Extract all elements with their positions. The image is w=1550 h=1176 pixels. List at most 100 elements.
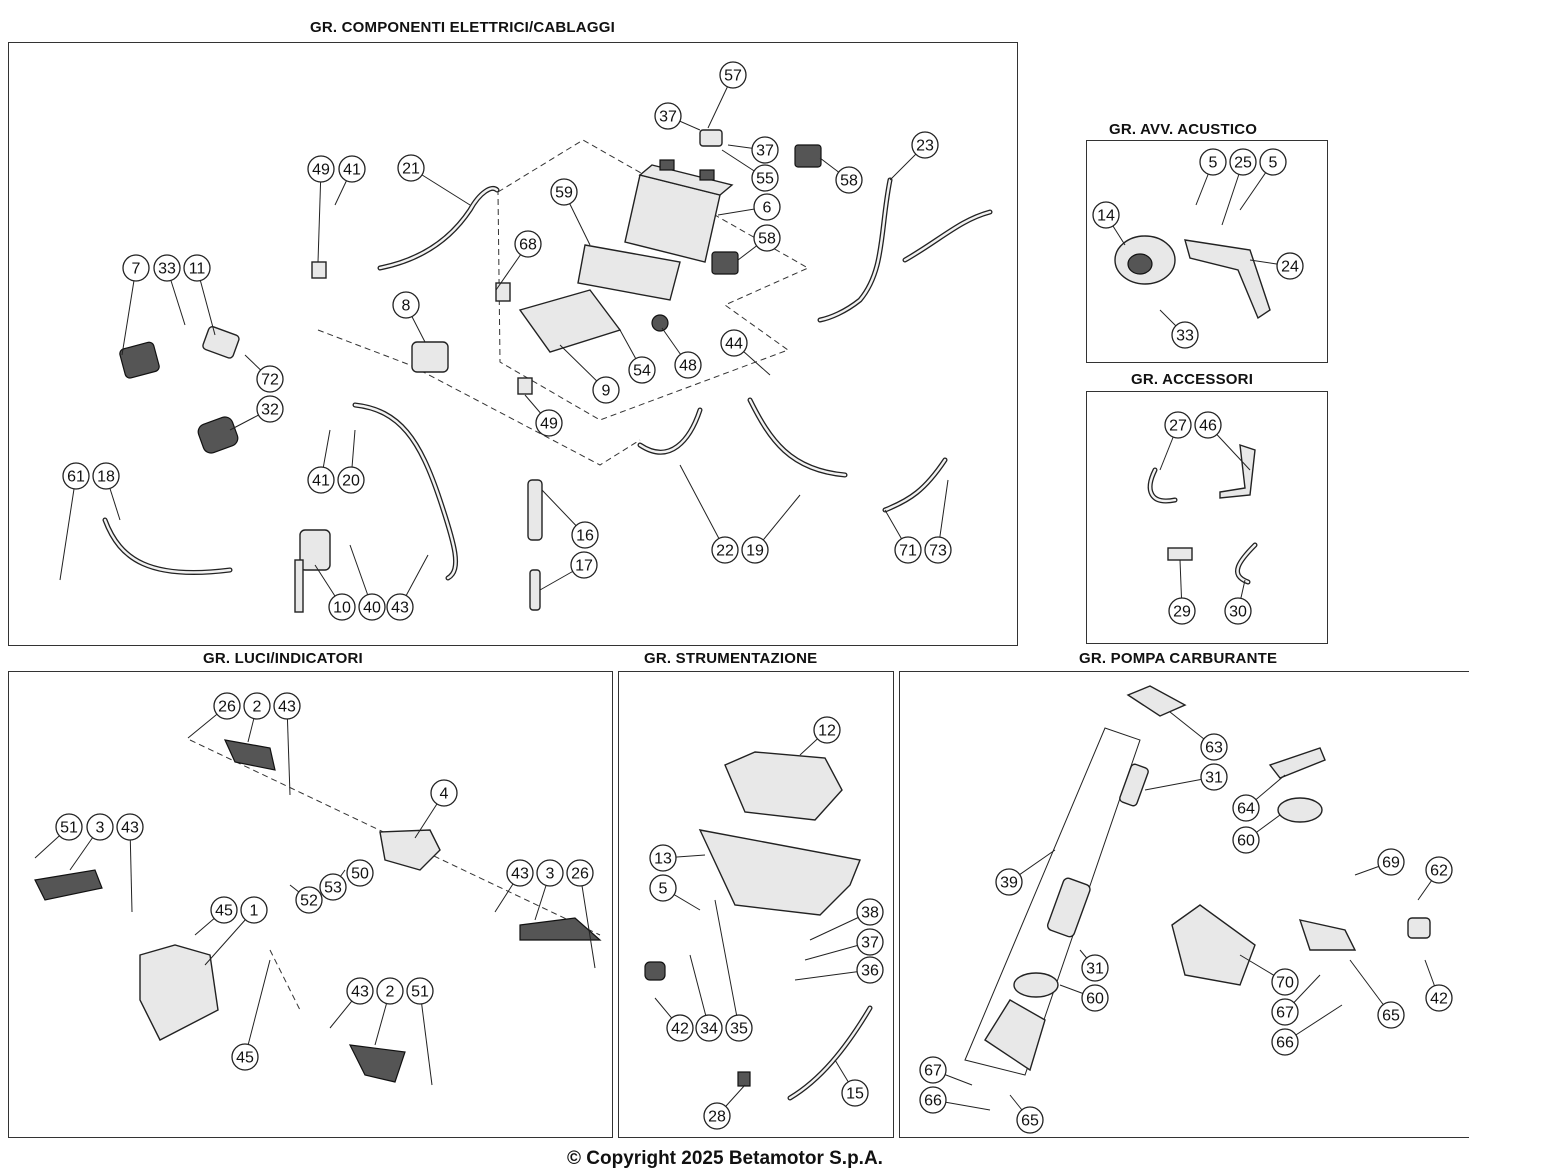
group-title-instruments: GR. STRUMENTAZIONE — [644, 650, 818, 667]
connector-49 — [517, 377, 533, 395]
callout-lights-51: 51 — [34, 813, 83, 859]
callout-electrical-71: 71 — [884, 509, 922, 564]
callout-circle — [720, 329, 748, 357]
callout-electrical-72: 72 — [244, 354, 284, 393]
indicator-rear-bottom — [348, 1044, 406, 1083]
callout-number: 22 — [716, 543, 734, 560]
callout-number: 41 — [312, 473, 330, 490]
callout-circle — [995, 868, 1023, 896]
clip-29 — [1167, 547, 1193, 561]
callout-electrical-44: 44 — [720, 329, 771, 376]
callout-electrical-58: 58 — [737, 224, 781, 261]
callout-electrical-40: 40 — [349, 544, 386, 621]
callout-horn-33: 33 — [1159, 309, 1199, 349]
callout-circle — [1232, 826, 1260, 854]
callout-lights-51: 51 — [406, 977, 434, 1086]
group-title-lights: GR. LUCI/INDICATORI — [203, 650, 363, 667]
callout-electrical-68: 68 — [495, 230, 542, 291]
callout-lights-2: 2 — [374, 977, 404, 1046]
callout-circle — [62, 462, 90, 490]
callout-horn-25: 25 — [1221, 148, 1257, 226]
relay-58-mid — [711, 251, 739, 275]
callout-circle — [346, 977, 374, 1005]
callout-number: 61 — [67, 469, 85, 486]
callout-number: 46 — [1199, 418, 1217, 435]
callout-lights-26: 26 — [566, 859, 596, 969]
callout-fuel_pump-70: 70 — [1239, 954, 1299, 996]
callout-instruments-42: 42 — [654, 997, 694, 1042]
headlight-bracket — [379, 829, 441, 871]
callout-number: 40 — [363, 600, 381, 617]
callout-circle — [338, 155, 366, 183]
callout-number: 5 — [659, 881, 668, 898]
callout-instruments-13: 13 — [649, 844, 706, 872]
group-frame-electrical — [8, 42, 1018, 646]
callout-horn-5: 5 — [1195, 148, 1227, 206]
callout-number: 20 — [342, 473, 360, 490]
callout-number: 12 — [818, 723, 836, 740]
callout-circle — [550, 178, 578, 206]
parts-fuel-pump — [964, 685, 1431, 1076]
callout-circle — [571, 521, 599, 549]
callout-circle — [1224, 597, 1252, 625]
callout-electrical-10: 10 — [314, 564, 356, 621]
callout-number: 7 — [132, 261, 141, 278]
strap-46 — [1219, 443, 1256, 499]
callout-circle — [256, 365, 284, 393]
sensor-48 — [651, 314, 669, 332]
callout-electrical-37: 37 — [727, 136, 779, 164]
callout-fuel_pump-60: 60 — [1232, 814, 1281, 854]
callout-number: 16 — [576, 528, 594, 545]
callout-number: 63 — [1205, 740, 1223, 757]
callout-number: 13 — [654, 851, 672, 868]
callout-instruments-36: 36 — [794, 956, 884, 984]
indicator-front-left — [34, 869, 103, 901]
callout-number: 9 — [602, 383, 611, 400]
connector-49-top — [311, 261, 327, 279]
callout-number: 34 — [700, 1021, 718, 1038]
callout-lights-50: 50 — [346, 859, 374, 887]
relay-small — [699, 129, 723, 147]
callout-circle — [328, 593, 356, 621]
fuel-filter — [1119, 763, 1149, 807]
callout-horn-24: 24 — [1249, 252, 1304, 280]
callout-circle — [725, 1014, 753, 1042]
callout-electrical-9: 9 — [559, 344, 620, 404]
callout-instruments-12: 12 — [799, 716, 841, 756]
callout-circle — [1271, 998, 1299, 1026]
callout-electrical-20: 20 — [337, 429, 365, 494]
callout-electrical-8: 8 — [392, 291, 426, 343]
callout-accessories-29: 29 — [1168, 559, 1196, 625]
callout-number: 43 — [278, 699, 296, 716]
callout-circle — [153, 254, 181, 282]
callout-leader-line — [679, 464, 726, 551]
callout-circle — [1232, 794, 1260, 822]
callout-leader-line — [317, 168, 322, 263]
o-ring-60-right — [1277, 797, 1323, 823]
parts-lights — [34, 739, 602, 1083]
callout-circle — [337, 466, 365, 494]
clamp-42 — [644, 961, 666, 981]
connector-8 — [495, 282, 511, 302]
callout-circle — [307, 466, 335, 494]
callout-electrical-49: 49 — [524, 394, 563, 437]
callout-number: 43 — [351, 984, 369, 1001]
group-frame-horn — [1086, 140, 1328, 363]
callout-circle — [536, 859, 564, 887]
callout-number: 43 — [121, 820, 139, 837]
callout-accessories-27: 27 — [1159, 411, 1192, 471]
callout-lights-43: 43 — [116, 813, 144, 913]
callout-number: 43 — [511, 866, 529, 883]
callout-circle — [397, 154, 425, 182]
callout-circle — [649, 874, 677, 902]
callout-leader-line — [121, 267, 137, 356]
pump-flange — [984, 999, 1046, 1072]
group-title-electrical: GR. COMPONENTI ELETTRICI/CABLAGGI — [310, 19, 615, 36]
group-frame-fuel-pump — [899, 671, 1469, 1138]
group-frame-accessories — [1086, 391, 1328, 644]
callout-leader-line — [129, 826, 133, 913]
callout-number: 68 — [519, 237, 537, 254]
callout-number: 42 — [1430, 991, 1448, 1008]
horn-bracket — [1184, 239, 1271, 320]
